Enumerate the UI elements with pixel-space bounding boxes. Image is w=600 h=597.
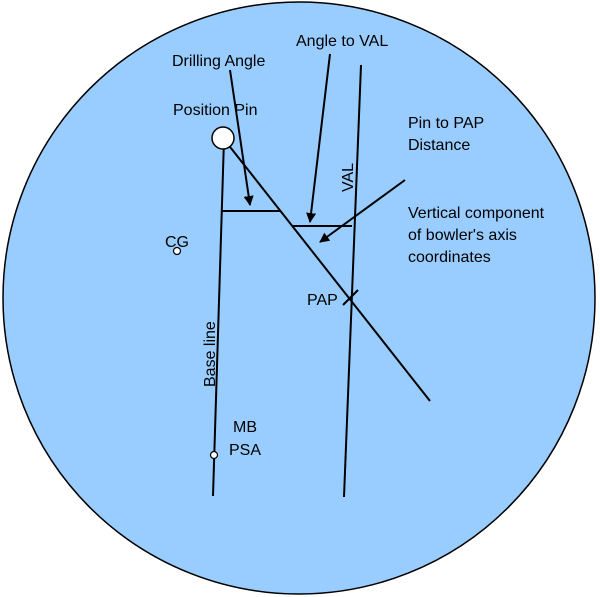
vertical-component-line-1: Vertical component bbox=[408, 205, 545, 222]
base-line bbox=[212, 138, 225, 497]
psa-label: PSA bbox=[229, 442, 261, 459]
position-pin-label: Position Pin bbox=[173, 102, 258, 119]
pin-to-pap-label: Pin to PAP Distance bbox=[408, 115, 488, 154]
cg-label: CG bbox=[165, 234, 189, 251]
mb-psa-marker bbox=[209, 450, 219, 460]
pin-to-pap-label-line-1: Pin to PAP bbox=[408, 115, 484, 132]
position-pin-marker bbox=[211, 126, 235, 150]
angle-to-val-label: Angle to VAL bbox=[296, 33, 388, 50]
angle-to-val-arrow bbox=[306, 53, 331, 223]
cg-marker bbox=[172, 246, 182, 256]
pin-to-pap-label-line-2: Distance bbox=[408, 137, 470, 154]
mb-label: MB bbox=[233, 419, 257, 436]
vertical-component-line-2: of bowler's axis bbox=[408, 227, 517, 244]
vertical-component-line-3: coordinates bbox=[408, 249, 491, 266]
base-line-label: Base line bbox=[202, 321, 219, 387]
val-label: VAL bbox=[340, 163, 357, 192]
drilling-angle-arrow bbox=[229, 69, 254, 206]
pap-label: PAP bbox=[307, 292, 338, 309]
pin-to-pap-arrow bbox=[319, 179, 406, 243]
vertical-component-label: Vertical component of bowler's axis coor… bbox=[408, 205, 549, 266]
pin-to-pap-line bbox=[222, 137, 431, 402]
val-line bbox=[343, 64, 362, 498]
drilling-angle-label: Drilling Angle bbox=[172, 53, 265, 70]
pap-tick bbox=[342, 289, 359, 306]
